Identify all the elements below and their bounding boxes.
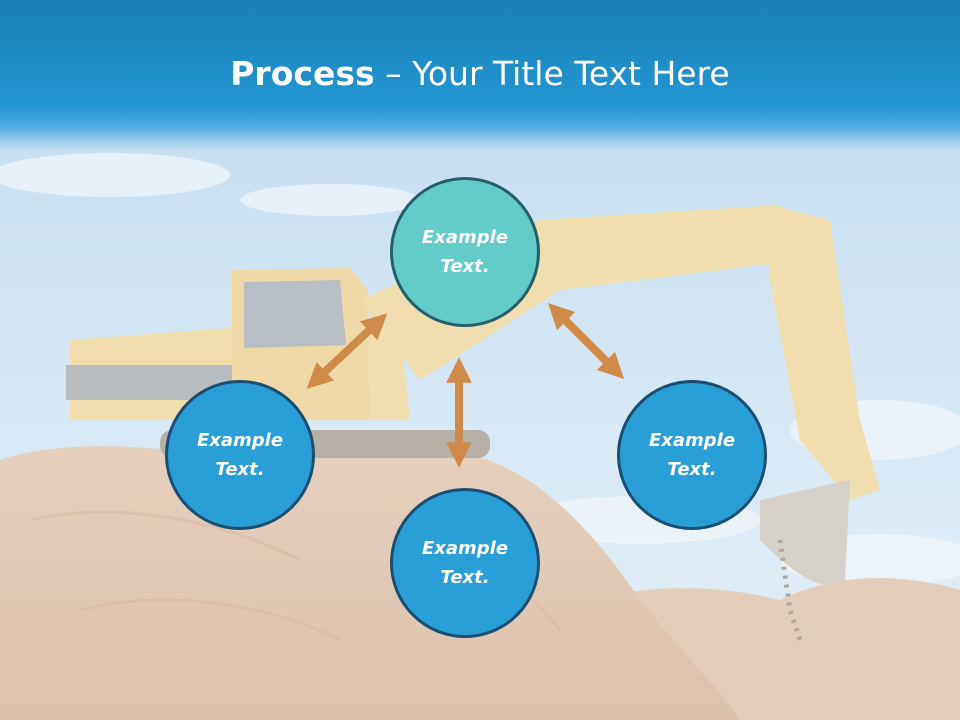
arrow-center-left	[306, 313, 388, 389]
node-bottom: Example Text.	[390, 488, 540, 638]
slide-title: Process – Your Title Text Here	[0, 52, 960, 96]
title-bold: Process	[230, 54, 375, 93]
node-left-label: Example Text.	[196, 430, 284, 480]
node-right: Example Text.	[617, 380, 767, 530]
arrow-center-right	[547, 302, 625, 380]
node-left: Example Text.	[165, 380, 315, 530]
node-bottom-label: Example Text.	[421, 538, 509, 588]
header-band	[0, 0, 960, 150]
node-center-label: Example Text.	[421, 227, 509, 277]
node-right-label: Example Text.	[648, 430, 736, 480]
title-rest: – Your Title Text Here	[374, 54, 730, 93]
node-center: Example Text.	[390, 177, 540, 327]
